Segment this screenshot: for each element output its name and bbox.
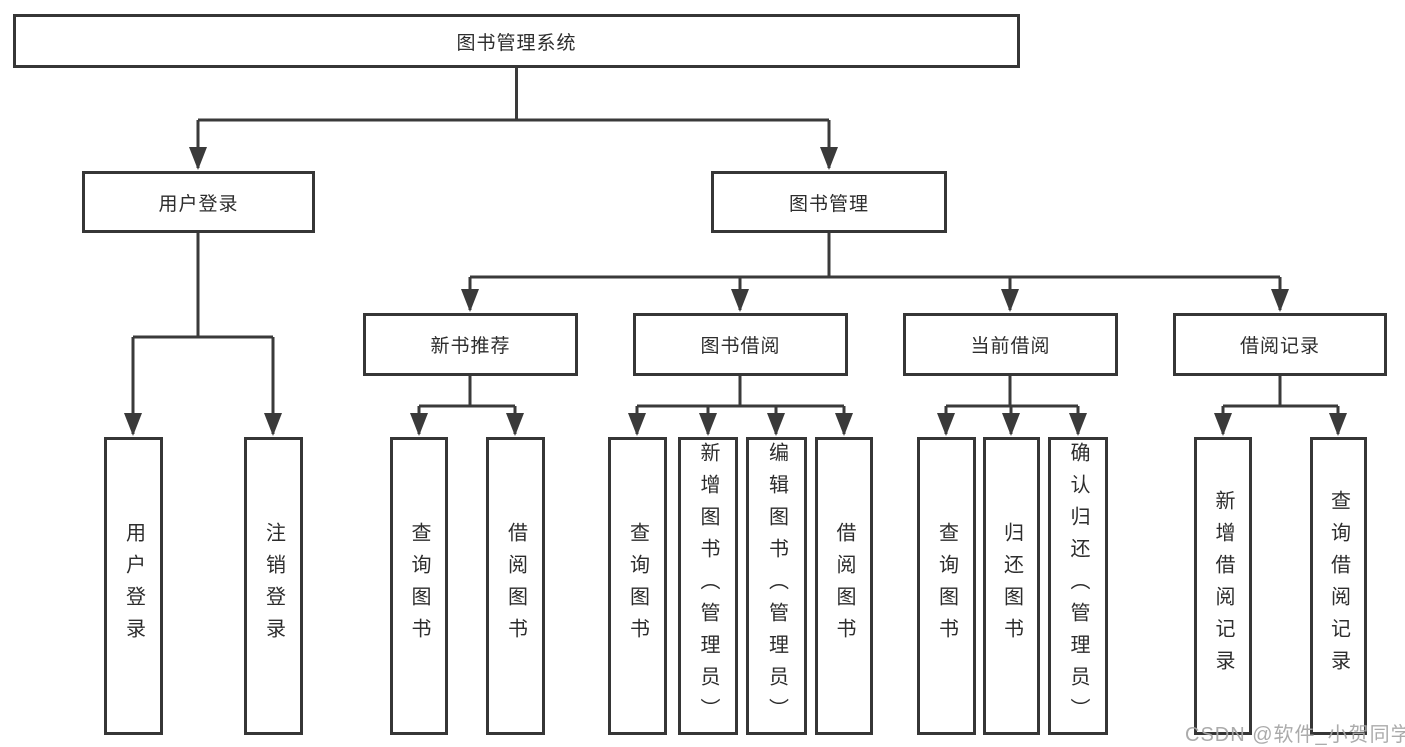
node-label: 图书管理	[788, 193, 869, 215]
leaf-bb-edit-books-admin: 编辑图书（管理员）	[746, 437, 807, 735]
node-book-management: 图书管理	[711, 171, 947, 233]
arrowhead	[699, 413, 717, 436]
arrowhead	[731, 289, 749, 312]
node-label: 当前借阅	[970, 336, 1051, 357]
leaf-nbr-borrow-books: 借阅图书	[486, 437, 545, 735]
node-label: 借阅图书	[833, 522, 855, 650]
node-user-login: 用户登录	[82, 171, 315, 233]
arrowhead	[835, 413, 853, 436]
node-label: 用户登录	[158, 193, 239, 215]
leaf-cb-query-books: 查询图书	[917, 437, 976, 735]
arrowhead	[1329, 413, 1347, 436]
arrowhead	[1069, 413, 1087, 436]
arrowhead	[1001, 289, 1019, 312]
node-label: 确认归还（管理员）	[1067, 442, 1089, 730]
node-borrowing-records: 借阅记录	[1173, 313, 1387, 376]
csdn-watermark: CSDN @软件_小贺同学	[1185, 724, 1405, 746]
arrowhead	[264, 413, 282, 436]
node-library-management-system: 图书管理系统	[13, 14, 1020, 68]
arrowhead	[767, 413, 785, 436]
connector-new-book-rec-children	[417, 376, 517, 434]
node-label: 查询借阅记录	[1327, 490, 1350, 682]
node-label: 用户登录	[122, 522, 145, 650]
leaf-br-add-record: 新增借阅记录	[1194, 437, 1252, 735]
node-label: 查询图书	[935, 522, 958, 650]
arrowhead	[1214, 413, 1232, 436]
arrowhead	[461, 289, 479, 312]
leaf-user-login: 用户登录	[104, 437, 163, 735]
node-label: 编辑图书（管理员）	[765, 442, 788, 730]
connector-borrow-records-children	[1221, 376, 1340, 434]
leaf-bb-borrow-books: 借阅图书	[815, 437, 873, 735]
connector-book-borrow-children	[635, 376, 846, 434]
leaf-br-query-record: 查询借阅记录	[1310, 437, 1367, 735]
node-label: 新增借阅记录	[1212, 490, 1234, 682]
node-label: 查询图书	[626, 522, 649, 650]
leaf-bb-add-books-admin: 新增图书（管理员）	[678, 437, 738, 735]
arrowhead	[124, 413, 142, 436]
leaf-logout: 注销登录	[244, 437, 303, 735]
connector-current-borrow-children	[944, 376, 1080, 434]
arrowhead	[189, 147, 207, 170]
node-label: 图书借阅	[700, 336, 781, 357]
node-label: 归还图书	[1000, 522, 1023, 650]
connector-user-login-children	[131, 233, 275, 434]
node-label: 注销登录	[262, 522, 285, 650]
node-label: 图书管理系统	[456, 32, 577, 54]
leaf-cb-return-books: 归还图书	[983, 437, 1040, 735]
connector-root-to-level2	[196, 68, 831, 168]
node-label: 借阅记录	[1239, 336, 1320, 357]
leaf-cb-confirm-return-admin: 确认归还（管理员）	[1048, 437, 1108, 735]
arrowhead	[1271, 289, 1289, 312]
arrowhead	[410, 413, 428, 436]
connector-book-mgmt-to-level3	[468, 233, 1282, 310]
leaf-nbr-query-books: 查询图书	[390, 437, 448, 735]
arrowhead	[628, 413, 646, 436]
node-book-borrowing: 图书借阅	[633, 313, 848, 376]
node-new-book-recommend: 新书推荐	[363, 313, 578, 376]
leaf-bb-query-books: 查询图书	[608, 437, 667, 735]
node-label: 查询图书	[408, 522, 430, 650]
node-current-borrowing: 当前借阅	[903, 313, 1118, 376]
arrowhead	[937, 413, 955, 436]
arrowhead	[506, 413, 524, 436]
node-label: 新增图书（管理员）	[697, 442, 719, 730]
node-label: 新书推荐	[430, 336, 511, 357]
node-label: 借阅图书	[504, 522, 527, 650]
arrowhead	[1002, 413, 1020, 436]
arrowhead	[820, 147, 838, 170]
